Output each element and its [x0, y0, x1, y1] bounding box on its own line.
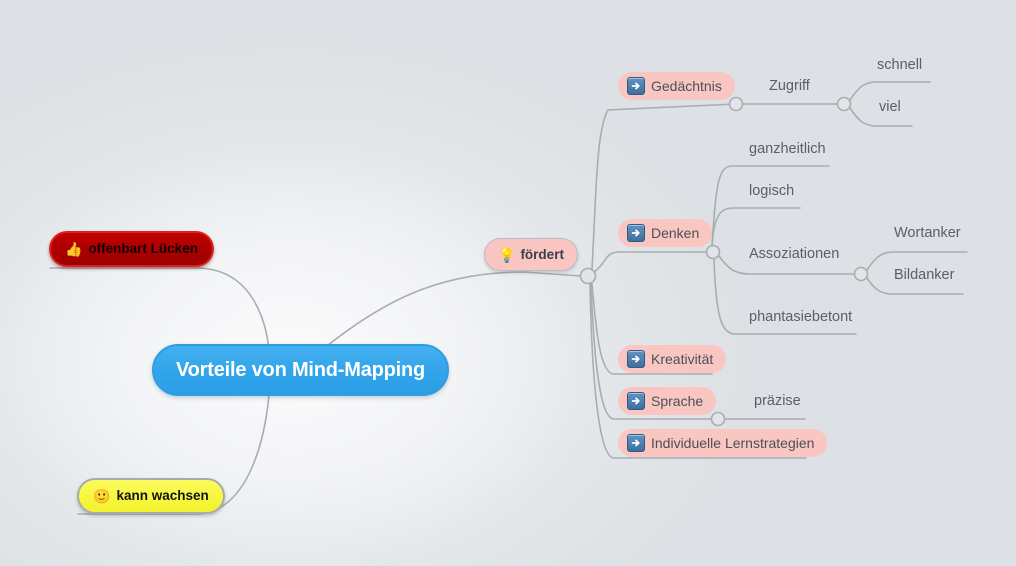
node-foerdert-label: fördert: [520, 246, 564, 262]
node-gedaechtnis-label: Gedächtnis: [651, 78, 722, 94]
node-ganzheitlich[interactable]: ganzheitlich: [749, 142, 826, 157]
node-logisch-label: logisch: [749, 183, 795, 199]
node-praezise-label: präzise: [754, 393, 801, 409]
blue-arrow-icon: [627, 77, 645, 95]
node-denken-label: Denken: [651, 225, 700, 241]
edge-root-to-foerdert: [309, 271, 525, 361]
blue-arrow-icon: [627, 392, 645, 410]
node-assoziationen[interactable]: Assoziationen: [749, 247, 839, 262]
node-foerdert[interactable]: 💡 fördert: [484, 238, 578, 271]
node-ganzheitlich-label: ganzheitlich: [749, 141, 826, 157]
edge-spine-to-kreativitaet: [591, 283, 711, 375]
node-offenbart-luecken[interactable]: 👍 offenbart Lücken: [49, 231, 214, 267]
node-bildanker[interactable]: Bildanker: [894, 268, 954, 283]
node-denken[interactable]: Denken: [618, 219, 713, 247]
edge-spine-to-sprache: [590, 283, 712, 420]
node-offenbart-luecken-label: offenbart Lücken: [88, 241, 198, 257]
root-node[interactable]: Vorteile von Mind-Mapping: [152, 344, 450, 396]
node-logisch[interactable]: logisch: [749, 184, 794, 199]
node-praezise[interactable]: präzise: [754, 394, 801, 409]
node-viel[interactable]: viel: [879, 100, 901, 115]
junction-gedaechtnis: [728, 96, 744, 112]
node-viel-label: viel: [879, 99, 901, 115]
edge-denken-to-assoziationen: [718, 255, 855, 275]
edge-assoziationen-to-bildanker: [866, 277, 964, 295]
smiley-face-icon: 🙂: [93, 488, 111, 504]
node-kann-wachsen-label: kann wachsen: [116, 488, 209, 504]
edge-zugriff-to-viel: [849, 107, 913, 127]
edge-zugriff-to-schnell: [849, 81, 931, 101]
thumbs-up-icon: 👍: [65, 241, 83, 257]
node-kreativitaet-label: Kreativität: [651, 351, 714, 367]
node-assoziationen-label: Assoziationen: [749, 246, 840, 262]
junction-assoziationen: [853, 266, 869, 282]
node-kreativitaet[interactable]: Kreativität: [618, 345, 727, 373]
blue-arrow-icon: [627, 224, 645, 242]
node-gedaechtnis[interactable]: Gedächtnis: [618, 72, 735, 100]
junction-sprache: [710, 411, 726, 427]
edge-spine-to-individuelle-lernstrategien: [589, 283, 807, 459]
node-individuelle-lernstrategien-label: Individuelle Lernstrategien: [651, 435, 815, 451]
edge-denken-to-ganzheitlich: [711, 165, 830, 246]
root-node-label: Vorteile von Mind-Mapping: [176, 359, 426, 381]
edge-assoziationen-to-wortanker: [866, 251, 968, 271]
edge-foerdert-to-spine: [523, 271, 582, 277]
edge-denken-to-phantasiebetont: [713, 258, 857, 335]
node-individuelle-lernstrategien[interactable]: Individuelle Lernstrategien: [618, 429, 828, 457]
node-schnell[interactable]: schnell: [877, 58, 922, 73]
blue-arrow-icon: [627, 350, 645, 368]
edge-spine-to-gedaechtnis: [591, 103, 737, 270]
junction-zugriff: [836, 96, 852, 112]
node-zugriff[interactable]: Zugriff: [769, 79, 810, 94]
node-sprache[interactable]: Sprache: [618, 387, 717, 415]
node-wortanker-label: Wortanker: [894, 225, 961, 241]
node-phantasiebetont[interactable]: phantasiebetont: [749, 310, 852, 325]
edge-denken-to-logisch: [711, 207, 801, 247]
node-bildanker-label: Bildanker: [894, 267, 955, 283]
node-zugriff-label: Zugriff: [769, 78, 810, 94]
node-kann-wachsen[interactable]: 🙂 kann wachsen: [77, 478, 225, 514]
node-sprache-label: Sprache: [651, 393, 704, 409]
junction-denken: [705, 244, 721, 260]
lightbulb-icon: 💡: [498, 246, 516, 263]
junction-main-spine: [579, 267, 597, 285]
edge-spine-to-denken: [593, 251, 707, 273]
node-wortanker[interactable]: Wortanker: [894, 226, 961, 241]
node-phantasiebetont-label: phantasiebetont: [749, 309, 853, 325]
node-schnell-label: schnell: [877, 57, 923, 73]
blue-arrow-icon: [627, 434, 645, 452]
